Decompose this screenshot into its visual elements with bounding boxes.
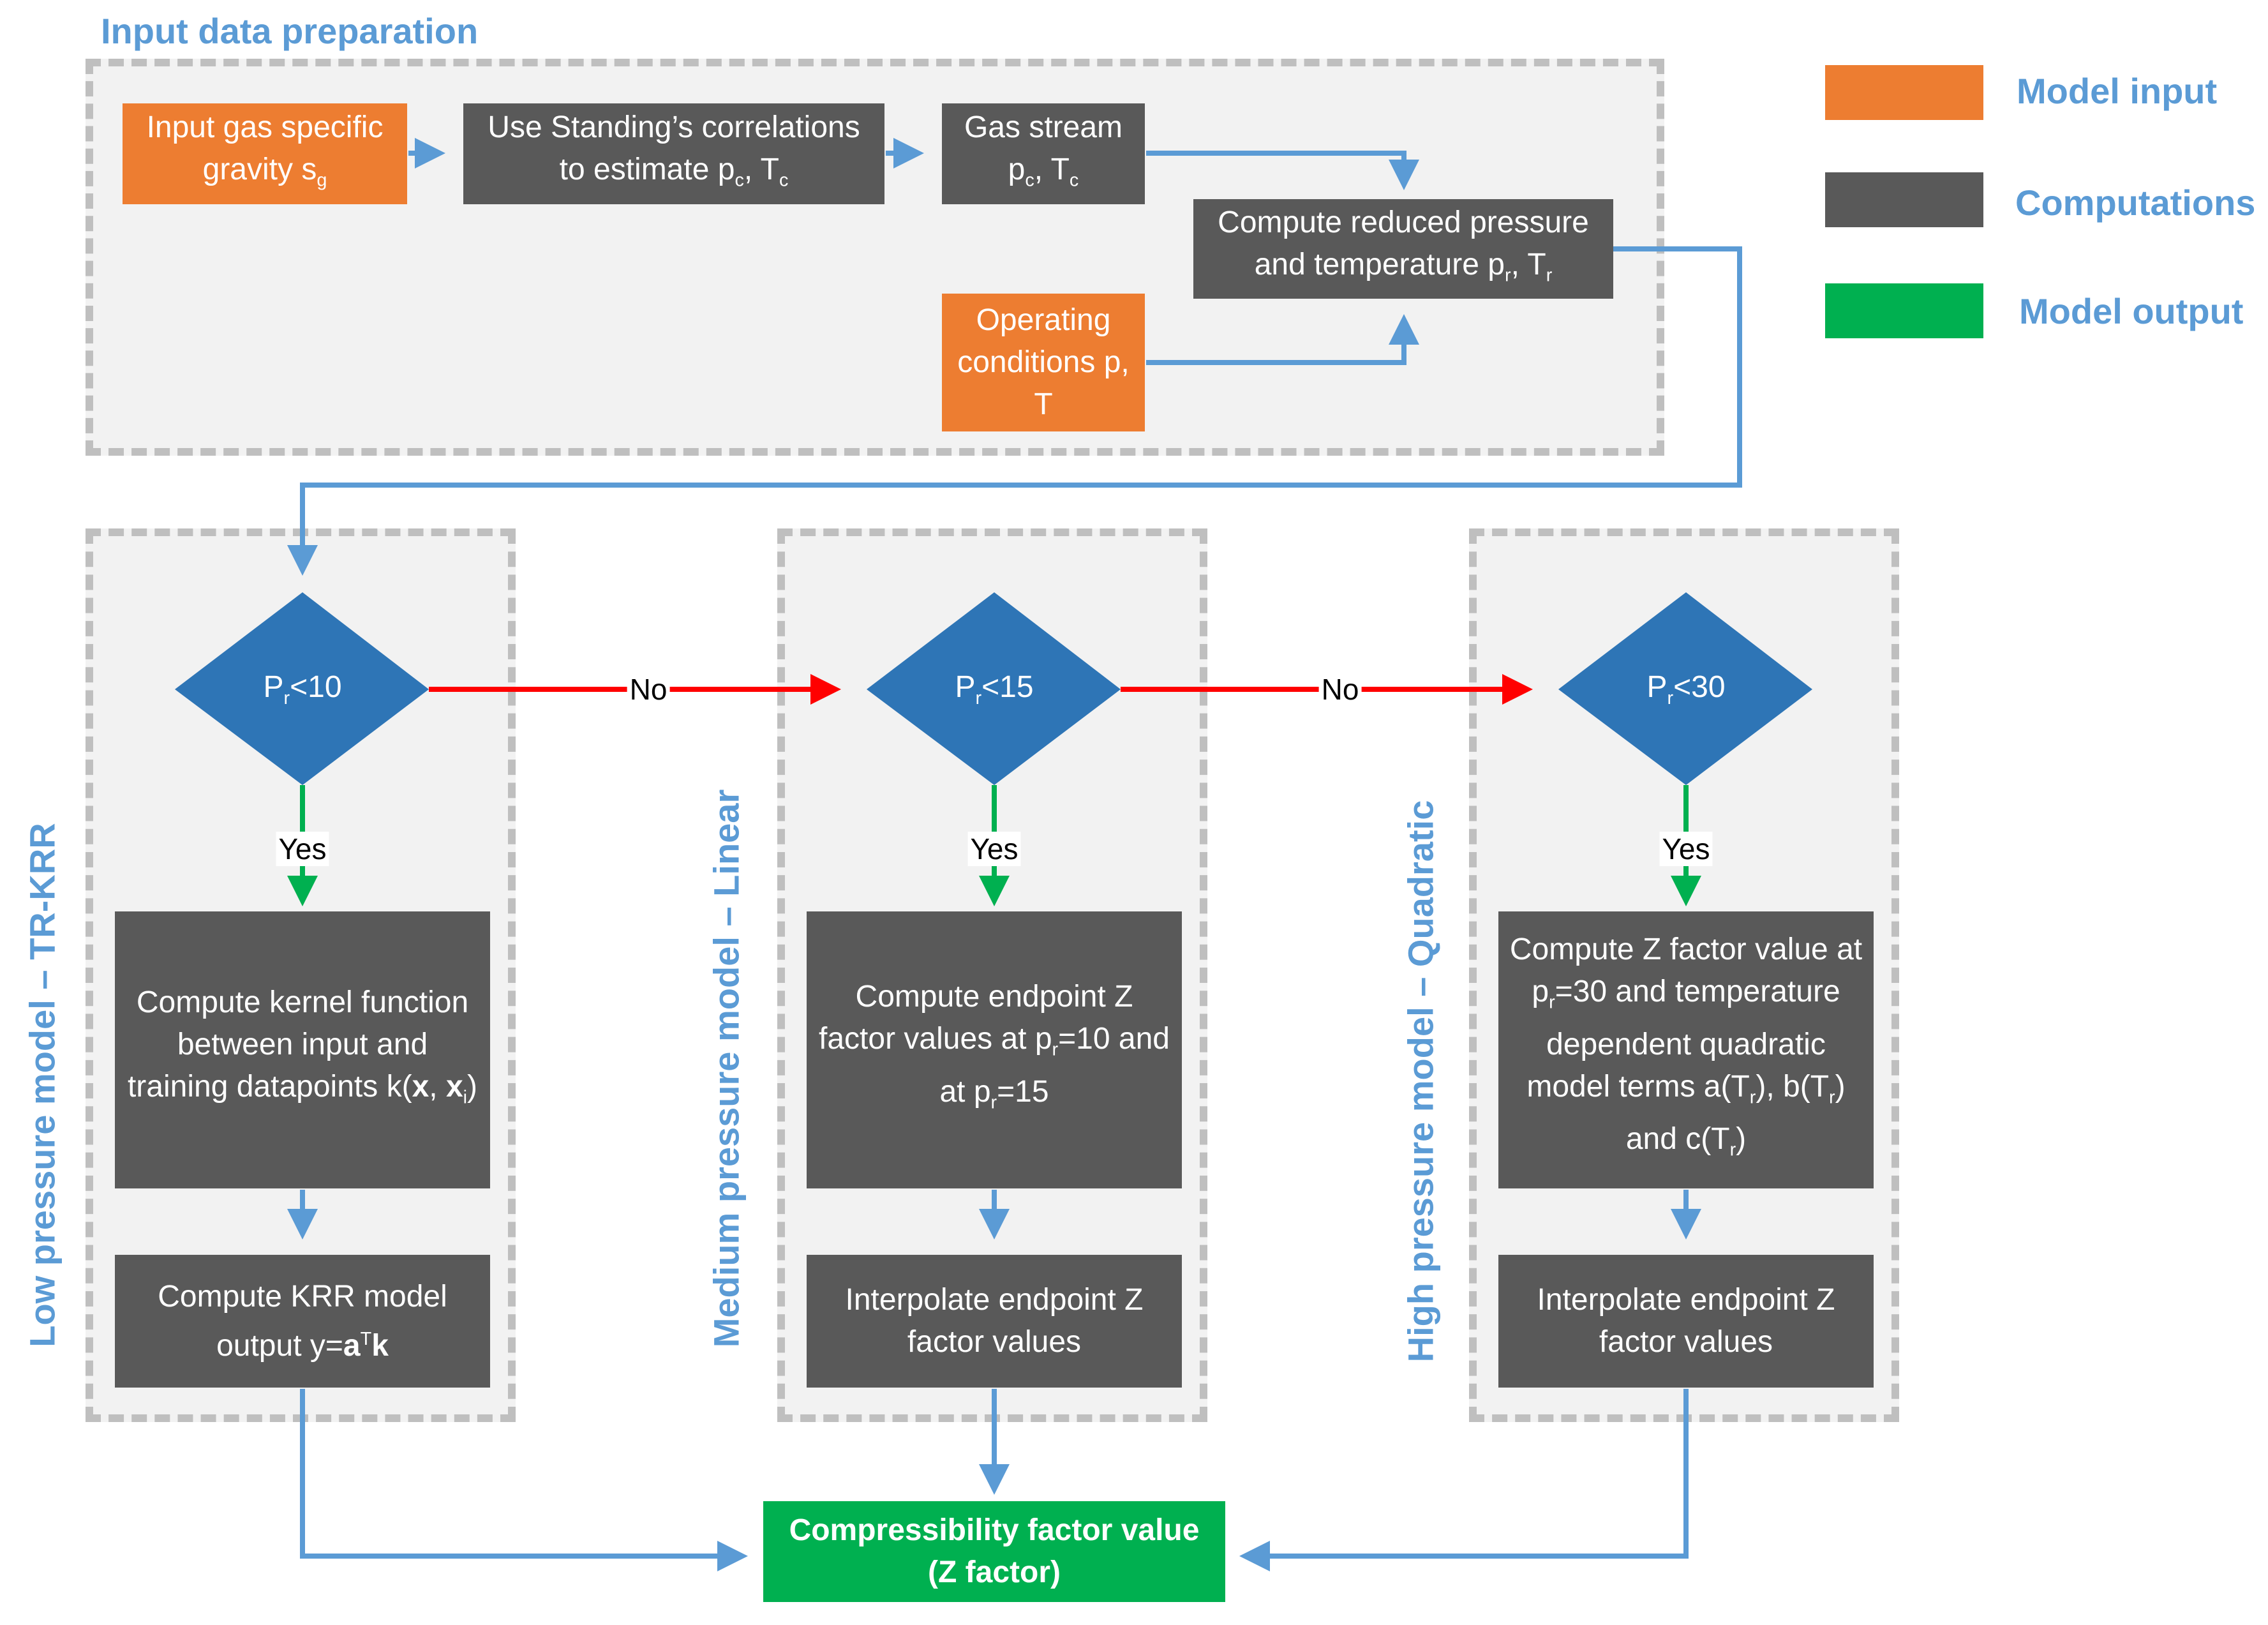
input-gas-gravity-box: Input gas specific gravity sg (123, 103, 407, 204)
arrow-high-to-output (1239, 1389, 1689, 1571)
decision-diamond-high (1558, 592, 1812, 785)
legend-label-output: Model output (2019, 291, 2244, 331)
arrow-reduced-to-low-model (287, 246, 1742, 576)
standing-correlation-box: Use Standing’s correlations to estimate … (463, 103, 884, 204)
arrow-low-to-output (300, 1389, 748, 1571)
arrow-operating-to-reduced (1146, 314, 1419, 365)
quadratic-terms-box: Compute Z factor value at pr=30 and temp… (1498, 911, 1874, 1188)
yes-label-low: Yes (276, 832, 329, 866)
krr-output-box: Compute KRR model output y=aTk (115, 1255, 490, 1388)
no-label-2: No (1318, 672, 1362, 707)
interpolate-high-box: Interpolate endpoint Z factor values (1498, 1255, 1874, 1388)
legend-swatch-output (1825, 283, 1983, 338)
compressibility-output-box: Compressibility factor value (Z factor) (763, 1501, 1225, 1602)
no-label-1: No (627, 672, 670, 707)
operating-conditions-box: Operating conditions p, T (942, 294, 1145, 431)
arrow-gas-stream-to-reduced (1146, 151, 1419, 190)
yes-label-medium: Yes (967, 832, 1021, 866)
decision-diamond-medium (867, 592, 1121, 785)
legend-swatch-input (1825, 65, 1983, 120)
legend-label-computations: Computations (2015, 183, 2256, 223)
reduced-pressure-box: Compute reduced pressure and temperature… (1193, 199, 1613, 299)
endpoint-values-box: Compute endpoint Z factor values at pr=1… (807, 911, 1182, 1188)
low-pressure-model-label: Low pressure model – TR-KRR (22, 823, 63, 1347)
legend-label-input: Model input (2017, 71, 2218, 111)
medium-pressure-model-label: Medium pressure model – Linear (706, 789, 747, 1348)
section-title: Input data preparation (101, 11, 479, 51)
yes-label-high: Yes (1659, 832, 1713, 866)
interpolate-medium-box: Interpolate endpoint Z factor values (807, 1255, 1182, 1388)
decision-text-medium: Pr<15 (955, 670, 1034, 708)
decision-text-high: Pr<30 (1646, 670, 1726, 708)
decision-text-low: Pr<10 (263, 670, 342, 708)
decision-diamond-low (175, 592, 429, 785)
legend-swatch-computations (1825, 172, 1983, 227)
high-pressure-model-label: High pressure model – Quadratic (1400, 800, 1441, 1363)
kernel-function-box: Compute kernel function between input an… (115, 911, 490, 1188)
gas-stream-box: Gas stream pc, Tc (942, 103, 1145, 204)
